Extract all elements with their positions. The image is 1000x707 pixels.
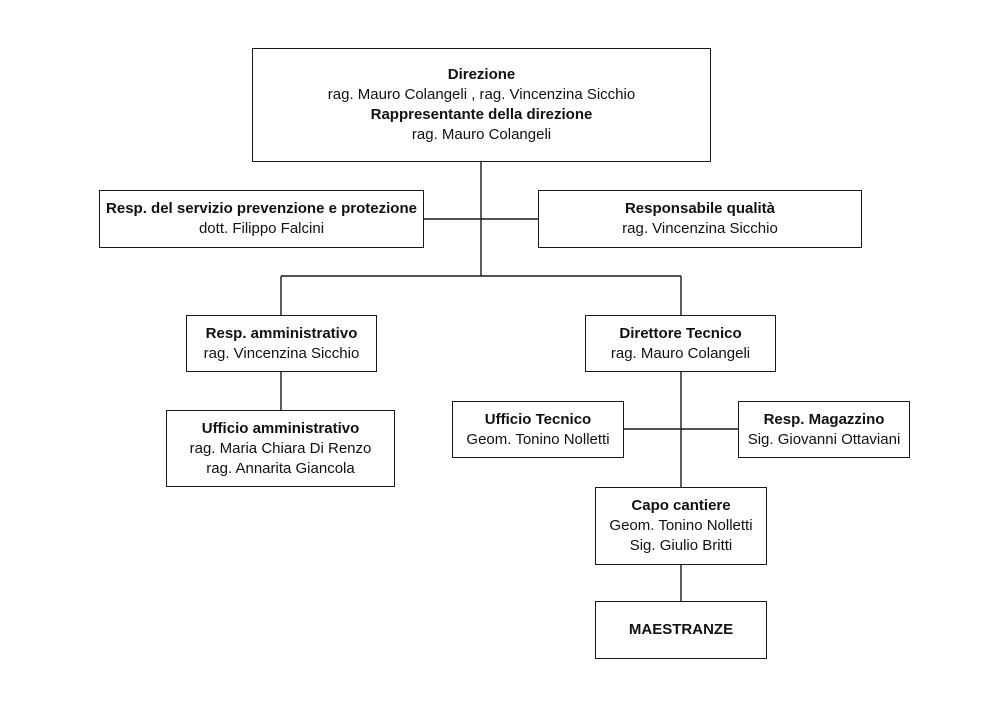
rspp-title: Resp. del servizio prevenzione e protezi… xyxy=(106,200,417,217)
maestranze-box: MAESTRANZE xyxy=(595,601,767,659)
resp-magazzino-box: Resp. Magazzino Sig. Giovanni Ottaviani xyxy=(738,401,910,458)
capo-cantiere-title: Capo cantiere xyxy=(631,497,731,514)
direzione-box: Direzione rag. Mauro Colangeli , rag. Vi… xyxy=(252,48,711,162)
rappresentante-title: Rappresentante della direzione xyxy=(370,106,593,123)
ufficio-tecnico-name: Geom. Tonino Nolletti xyxy=(466,430,610,448)
ufficio-tecnico-title: Ufficio Tecnico xyxy=(484,410,592,428)
resp-magazzino-title: Resp. Magazzino xyxy=(763,410,885,428)
resp-amministrativo-box: Resp. amministrativo rag. Vincenzina Sic… xyxy=(186,315,377,372)
direzione-names: rag. Mauro Colangeli , rag. Vincenzina S… xyxy=(327,86,636,103)
capo-cantiere-box: Capo cantiere Geom. Tonino Nolletti Sig.… xyxy=(595,487,767,565)
maestranze-title: MAESTRANZE xyxy=(628,621,734,638)
qualita-title: Responsabile qualità xyxy=(624,200,776,217)
resp-amministrativo-title: Resp. amministrativo xyxy=(205,324,358,342)
resp-magazzino-name: Sig. Giovanni Ottaviani xyxy=(747,430,901,448)
qualita-box: Responsabile qualità rag. Vincenzina Sic… xyxy=(538,190,862,248)
rappresentante-name: rag. Mauro Colangeli xyxy=(411,126,552,143)
direttore-tecnico-box: Direttore Tecnico rag. Mauro Colangeli xyxy=(585,315,776,372)
direzione-title: Direzione xyxy=(447,66,516,83)
direttore-tecnico-title: Direttore Tecnico xyxy=(619,324,742,342)
rspp-name: dott. Filippo Falcini xyxy=(198,220,325,237)
qualita-name: rag. Vincenzina Sicchio xyxy=(622,220,778,237)
capo-cantiere-name-2: Sig. Giulio Britti xyxy=(629,537,733,554)
resp-amministrativo-name: rag. Vincenzina Sicchio xyxy=(203,344,360,362)
ufficio-amministrativo-name-1: rag. Maria Chiara Di Renzo xyxy=(189,439,372,457)
ufficio-amministrativo-box: Ufficio amministrativo rag. Maria Chiara… xyxy=(166,410,395,487)
capo-cantiere-name-1: Geom. Tonino Nolletti xyxy=(609,517,753,534)
ufficio-tecnico-box: Ufficio Tecnico Geom. Tonino Nolletti xyxy=(452,401,624,458)
ufficio-amministrativo-title: Ufficio amministrativo xyxy=(201,419,360,437)
rspp-box: Resp. del servizio prevenzione e protezi… xyxy=(99,190,424,248)
direttore-tecnico-name: rag. Mauro Colangeli xyxy=(610,344,751,362)
ufficio-amministrativo-name-2: rag. Annarita Giancola xyxy=(206,459,355,477)
